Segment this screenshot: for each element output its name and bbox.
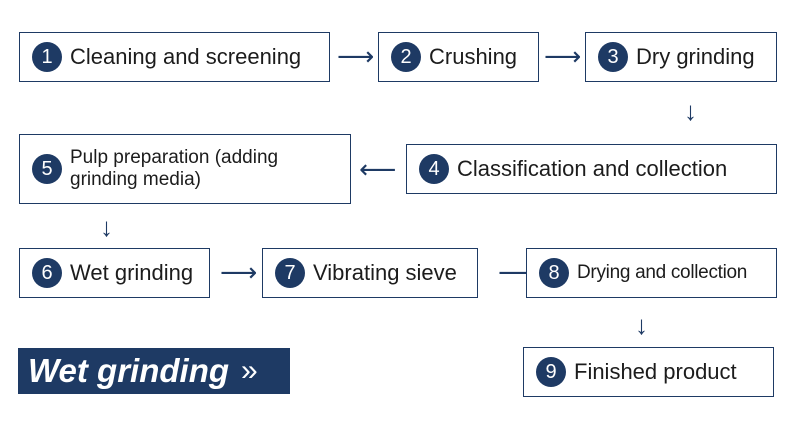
step-8-box: 8 Drying and collection xyxy=(526,248,777,298)
step-7-box: 7 Vibrating sieve xyxy=(262,248,478,298)
double-chevron-icon: » xyxy=(241,354,258,387)
step-7-label: Vibrating sieve xyxy=(313,260,457,286)
step-1-box: 1 Cleaning and screening xyxy=(19,32,330,82)
step-8-number: 8 xyxy=(539,258,569,288)
step-5-box: 5 Pulp preparation (adding grinding medi… xyxy=(19,134,351,204)
step-6-label: Wet grinding xyxy=(70,260,194,286)
arrow-1-to-2: ⟶ xyxy=(337,41,375,71)
step-7-number: 7 xyxy=(275,258,305,288)
step-6-box: 6 Wet grinding xyxy=(19,248,210,298)
step-3-label: Dry grinding xyxy=(636,44,755,70)
step-1-number: 1 xyxy=(32,42,62,72)
step-2-box: 2 Crushing xyxy=(378,32,539,82)
banner-title: Wet grinding xyxy=(28,352,230,389)
step-9-label: Finished product xyxy=(574,359,737,385)
arrow-6-to-7: ⟶ xyxy=(220,257,258,287)
step-4-label: Classification and collection xyxy=(457,156,728,182)
step-1-label: Cleaning and screening xyxy=(70,44,302,70)
arrow-8-to-9: ↓ xyxy=(635,310,648,340)
wet-grinding-banner: Wet grinding » xyxy=(18,348,290,394)
step-8-label: Drying and collection xyxy=(577,261,748,283)
arrow-2-to-3: ⟶ xyxy=(544,41,582,71)
step-3-number: 3 xyxy=(598,42,628,72)
step-6-number: 6 xyxy=(32,258,62,288)
step-9-box: 9 Finished product xyxy=(523,347,774,397)
arrow-5-to-6: ↓ xyxy=(100,212,113,242)
step-5-label: Pulp preparation (adding grinding media) xyxy=(70,146,279,190)
step-5-number: 5 xyxy=(32,154,62,184)
step-4-box: 4 Classification and collection xyxy=(406,144,777,194)
step-4-number: 4 xyxy=(419,154,449,184)
step-9-number: 9 xyxy=(536,357,566,387)
step-3-box: 3 Dry grinding xyxy=(585,32,777,82)
arrow-3-to-4: ↓ xyxy=(684,96,697,126)
step-2-label: Crushing xyxy=(429,44,518,70)
arrow-4-to-5: ⟵ xyxy=(359,154,397,184)
step-2-number: 2 xyxy=(391,42,421,72)
